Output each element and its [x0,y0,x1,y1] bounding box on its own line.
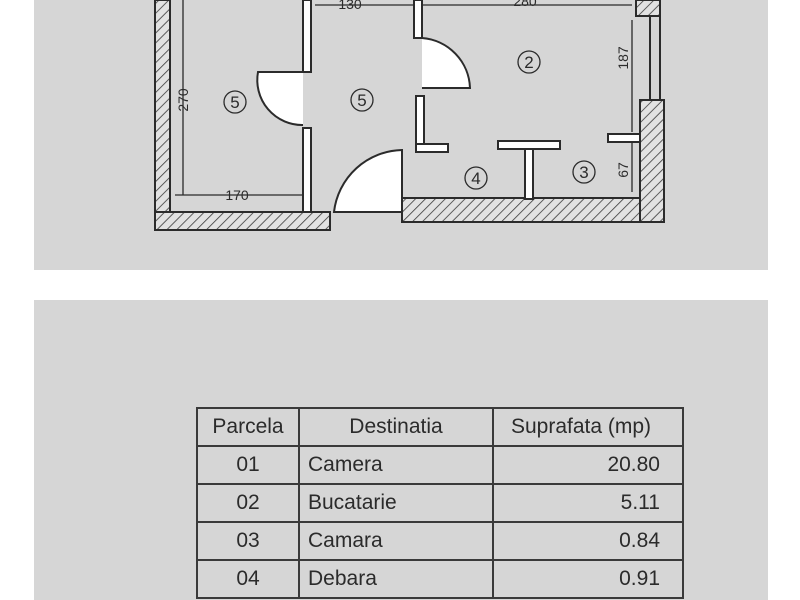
cell-destinatia: Debara [298,559,494,599]
door-swing-bottom [332,148,403,213]
cell-destinatia: Camera [298,445,494,485]
partition-small-right [607,133,641,143]
table-row: 02 Bucatarie 5.11 [196,483,684,523]
door-swing-left [256,71,304,127]
table-row: 03 Camara 0.84 [196,521,684,561]
room-label-4: 4 [471,169,480,188]
dimension-lines [175,0,633,196]
table-header-row: Parcela Destinatia Suprafata (mp) [196,407,684,447]
wall-left [154,0,171,231]
cell-suprafata: 0.84 [492,521,684,561]
header-destinatia: Destinatia [298,407,494,447]
dim-right-upper: 187 [615,46,631,70]
wall-right-lower [639,99,665,223]
wall-bottom-left [154,211,331,231]
door-swings [256,37,472,213]
wall-bottom-right [401,197,665,223]
dim-left-vertical: 270 [175,88,191,112]
area-table: Parcela Destinatia Suprafata (mp) 01 Cam… [196,407,684,599]
cell-suprafata: 0.91 [492,559,684,599]
header-parcela: Parcela [196,407,300,447]
cell-suprafata: 20.80 [492,445,684,485]
cell-parcela: 02 [196,483,300,523]
wall-right-top [635,0,661,17]
table-row: 01 Camera 20.80 [196,445,684,485]
partition-upper-left [302,0,312,73]
dim-right-lower: 67 [615,162,631,178]
outer-walls [154,0,665,231]
cell-destinatia: Camara [298,521,494,561]
partition-shelf-post [524,148,534,200]
room-labels: 5 5 2 4 3 [223,50,596,190]
dim-top-right: 280 [513,0,537,9]
cell-destinatia: Bucatarie [298,483,494,523]
door-swing-top [421,37,472,89]
partition-lower-left [302,127,312,213]
cell-parcela: 04 [196,559,300,599]
room-label-5-center: 5 [357,91,366,110]
dim-top-left: 130 [338,0,362,12]
window-right [649,16,661,100]
floor-plan: 130 280 170 270 187 67 5 5 2 4 3 [154,0,665,231]
room-label-5-left: 5 [230,93,239,112]
dim-bottom-left: 170 [225,187,249,203]
header-suprafata: Suprafata (mp) [492,407,684,447]
partition-top-center [413,0,423,39]
cell-parcela: 01 [196,445,300,485]
room-label-3: 3 [579,163,588,182]
table-row: 04 Debara 0.91 [196,559,684,599]
partition-shelf [497,140,561,150]
cell-parcela: 03 [196,521,300,561]
dimension-labels: 130 280 170 270 187 67 [175,0,631,203]
cell-suprafata: 5.11 [492,483,684,523]
partition-corner [415,143,449,153]
interior-walls [302,0,641,213]
room-label-2: 2 [524,53,533,72]
